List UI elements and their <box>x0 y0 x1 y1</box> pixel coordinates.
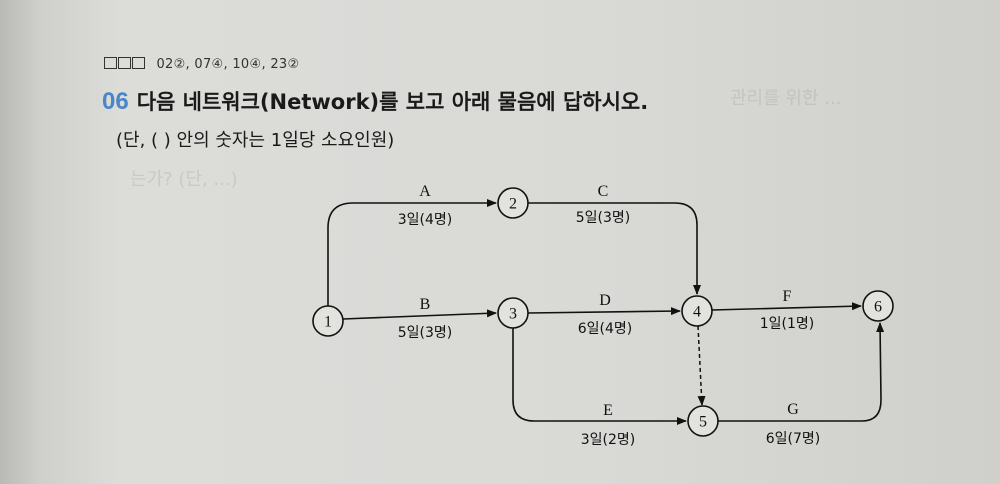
activity-duration-e: 3일(2명) <box>581 432 636 448</box>
activity-arrow-g <box>718 322 885 422</box>
activity-duration-f: 1일(1명) <box>760 316 815 332</box>
question-title: 06 다음 네트워크(Network)를 보고 아래 물음에 답하시오. <box>102 86 648 116</box>
dummy-activity-arrow <box>697 325 706 406</box>
question-number: 06 <box>102 88 129 115</box>
event-node-1 <box>312 305 344 337</box>
activity-duration-a: 3일(4명) <box>398 212 453 228</box>
event-node-2 <box>497 187 529 219</box>
activity-arrow-e <box>512 328 687 425</box>
activity-duration-c: 5일(3명) <box>576 210 631 226</box>
bleed-through-text: 관리를 위한 ... <box>730 88 842 109</box>
activity-arrow-a <box>327 199 497 306</box>
check-boxes[interactable] <box>104 57 146 72</box>
activity-label-g: G <box>787 401 799 418</box>
exam-reference: 02②, 07④, 10④, 23② <box>104 57 299 72</box>
event-node-label: 1 <box>324 314 332 331</box>
activity-label-c: C <box>598 183 609 200</box>
activity-label-e: E <box>603 402 613 419</box>
event-node-label: 2 <box>509 196 517 213</box>
activity-label-d: D <box>599 292 611 309</box>
activity-arrow-c <box>528 202 701 295</box>
activity-label-f: F <box>783 288 792 305</box>
activity-label-b: B <box>420 296 431 313</box>
event-node-label: 6 <box>874 299 882 316</box>
event-node-label: 5 <box>699 414 707 431</box>
activity-duration-d: 6일(4명) <box>578 321 633 337</box>
event-node-label: 3 <box>509 306 517 323</box>
activity-arrow-f <box>711 302 862 311</box>
bleed-through-text: 는가? (단, ...) <box>130 169 238 190</box>
question-text: 다음 네트워크(Network)를 보고 아래 물음에 답하시오. <box>136 90 649 114</box>
event-node-6 <box>862 290 894 322</box>
activity-arrow-b <box>342 309 497 320</box>
activity-duration-g: 6일(7명) <box>766 431 821 447</box>
activity-arrow-d <box>527 307 681 316</box>
question-note: (단, ( ) 안의 숫자는 1일당 소요인원) <box>116 130 395 151</box>
event-node-label: 4 <box>693 304 701 321</box>
event-node-5 <box>687 405 719 437</box>
event-node-4 <box>681 295 713 327</box>
event-node-3 <box>497 297 529 329</box>
activity-duration-b: 5일(3명) <box>398 325 453 341</box>
activity-label-a: A <box>419 183 431 200</box>
